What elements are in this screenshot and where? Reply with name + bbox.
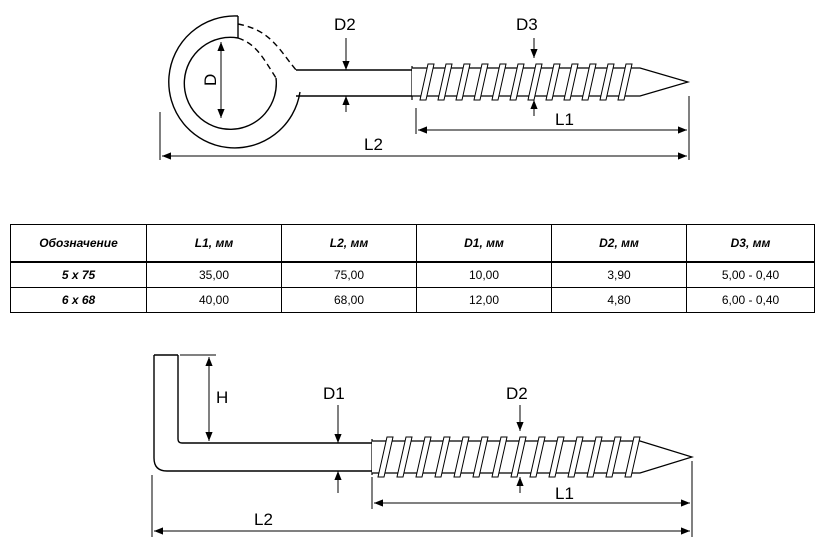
table-header-row: Обозначение L1, мм L2, мм D1, мм D2, мм … — [10, 224, 815, 263]
d3-label: D3 — [516, 15, 538, 34]
cell-l2: 68,00 — [281, 287, 417, 313]
cell-d2: 3,90 — [551, 261, 687, 288]
eye-shank — [296, 69, 412, 97]
l2-label: L2 — [364, 135, 383, 154]
thread-crest — [624, 436, 641, 478]
thread-crest — [510, 436, 527, 478]
cell-designation: 6 x 68 — [10, 287, 147, 313]
thread-crest — [415, 436, 432, 478]
thread-crest — [617, 63, 633, 101]
hook-body — [153, 354, 372, 472]
header-d2: D2, мм — [551, 224, 687, 263]
table-row: 6 x 68 40,00 68,00 12,00 4,80 6,00 - 0,4… — [10, 287, 815, 313]
cell-l1: 40,00 — [146, 287, 282, 313]
header-designation: Обозначение — [10, 224, 147, 263]
l1-dimension-hook — [371, 461, 693, 537]
eye-thread — [411, 63, 691, 101]
cell-d1: 10,00 — [416, 261, 552, 288]
cell-d1: 12,00 — [416, 287, 552, 313]
l2-dimension-hook — [151, 475, 690, 537]
cell-d2: 4,80 — [551, 287, 687, 313]
l2-dimension — [159, 112, 687, 160]
thread-crest — [473, 63, 489, 101]
hook-thread — [371, 436, 695, 478]
cell-d3: 5,00 - 0,40 — [686, 261, 815, 288]
d2-label: D2 — [334, 15, 356, 34]
header-l2: L2, мм — [281, 224, 417, 263]
thread-crest — [545, 63, 561, 101]
thread-crest — [605, 436, 622, 478]
thread-crest — [455, 63, 471, 101]
l2-label-hook: L2 — [254, 510, 273, 529]
h-label: H — [216, 388, 228, 407]
h-dimension — [180, 354, 216, 441]
header-d1: D1, мм — [416, 224, 552, 263]
table-row: 5 x 75 35,00 75,00 10,00 3,90 5,00 - 0,4… — [10, 261, 815, 288]
l1-label: L1 — [555, 110, 574, 129]
l1-dimension — [415, 96, 690, 160]
thread-crest — [491, 63, 507, 101]
thread-crest — [419, 63, 435, 101]
cell-d3: 6,00 - 0,40 — [686, 287, 815, 313]
thread-crest — [434, 436, 451, 478]
thread-crest — [548, 436, 565, 478]
spec-table: Обозначение L1, мм L2, мм D1, мм D2, мм … — [10, 224, 815, 313]
thread-crest — [396, 436, 413, 478]
d2-label-hook: D2 — [506, 384, 528, 403]
d-label: D — [201, 74, 220, 86]
eye-ring — [168, 15, 301, 149]
hook-screw-diagram: H D1 D2 L1 L2 — [151, 354, 695, 537]
header-d3: D3, мм — [686, 224, 815, 263]
thread-crest — [586, 436, 603, 478]
thread-crest — [472, 436, 489, 478]
d1-label: D1 — [323, 384, 345, 403]
thread-crest — [567, 436, 584, 478]
thread-crest — [377, 436, 394, 478]
thread-crest — [453, 436, 470, 478]
thread-crest — [491, 436, 508, 478]
thread-crest — [563, 63, 579, 101]
l1-label-hook: L1 — [555, 484, 574, 503]
cell-designation: 5 x 75 — [10, 261, 147, 288]
header-l1: L1, мм — [146, 224, 282, 263]
thread-crest — [581, 63, 597, 101]
thread-crest — [529, 436, 546, 478]
thread-crest — [509, 63, 525, 101]
cell-l1: 35,00 — [146, 261, 282, 288]
cell-l2: 75,00 — [281, 261, 417, 288]
thread-crest — [599, 63, 615, 101]
eye-screw-diagram: D D2 D3 L1 L2 — [159, 15, 691, 160]
thread-crest — [437, 63, 453, 101]
